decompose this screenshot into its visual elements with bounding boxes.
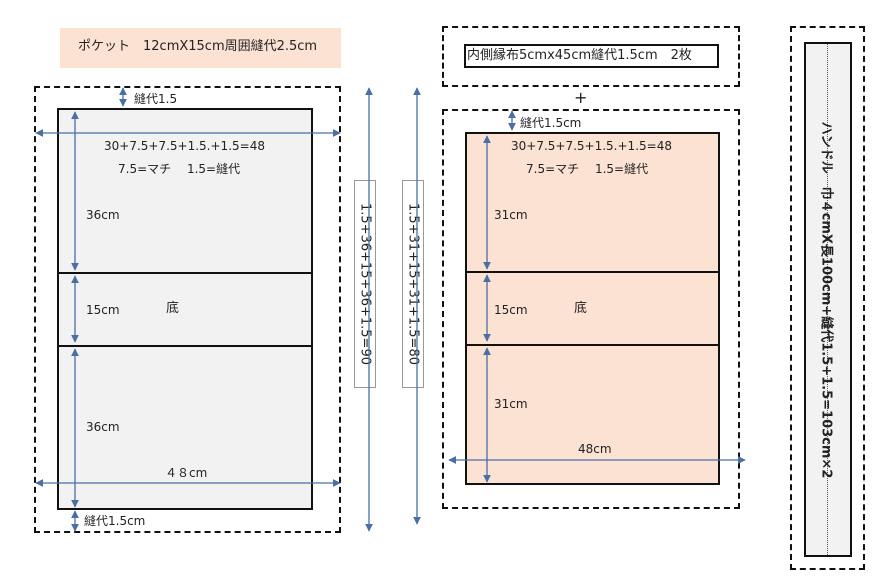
outer-dim-top: 36cm — [86, 208, 120, 222]
lining-panel — [465, 132, 720, 485]
inner-binding-label: 内側縁布5cmx45cm縫代1.5cm 2枚 — [467, 48, 692, 63]
inner-binding-dashed-border — [442, 26, 740, 87]
lining-panel-dashed-border — [442, 109, 740, 509]
outer-panel-fold-line-2 — [57, 345, 313, 347]
lining-dim-top: 31cm — [494, 208, 528, 222]
outer-width-label: ４８cm — [165, 466, 208, 480]
lining-gusset-note: 7.5=マチ 1.5=縫代 — [526, 162, 649, 176]
lining-width-label: 48cm — [578, 442, 612, 456]
handle-dashed-border — [790, 26, 865, 570]
outer-panel — [57, 108, 313, 510]
outer-seam-top-label: 縫代1.5 — [134, 92, 178, 106]
outer-gusset-note: 7.5=マチ 1.5=縫代 — [118, 162, 241, 176]
outer-formula-width: 30+7.5+7.5+1.5.+1.5=48 — [104, 139, 265, 153]
pocket-label: ポケット 12cmX15cm周囲縫代2.5cm — [78, 39, 318, 54]
lining-seam-top-label: 縫代1.5cm — [520, 116, 582, 130]
outer-dim-lower: 36cm — [86, 420, 120, 434]
handle-strip — [804, 42, 852, 557]
lining-panel-fold-line-2 — [465, 344, 720, 346]
lining-panel-fold-line-1 — [465, 271, 720, 273]
outer-panel-dashed-border — [34, 86, 341, 533]
handle-center-line — [827, 44, 828, 555]
outer-seam-bottom-label: 縫代1.5cm — [84, 514, 146, 528]
outer-bottom-label: 底 — [166, 301, 180, 316]
outer-dim-bottom-section: 15cm — [86, 303, 120, 317]
pocket-label-box — [60, 28, 341, 68]
lining-dim-lower: 31cm — [494, 397, 528, 411]
inner-binding-box — [464, 44, 719, 68]
lining-dim-bottom-section: 15cm — [494, 303, 528, 317]
lining-bottom-label: 底 — [574, 301, 588, 316]
plus-sign: + — [574, 88, 588, 107]
outer-panel-fold-line-1 — [57, 272, 313, 274]
lining-formula-width: 30+7.5+7.5+1.5.+1.5=48 — [511, 139, 672, 153]
